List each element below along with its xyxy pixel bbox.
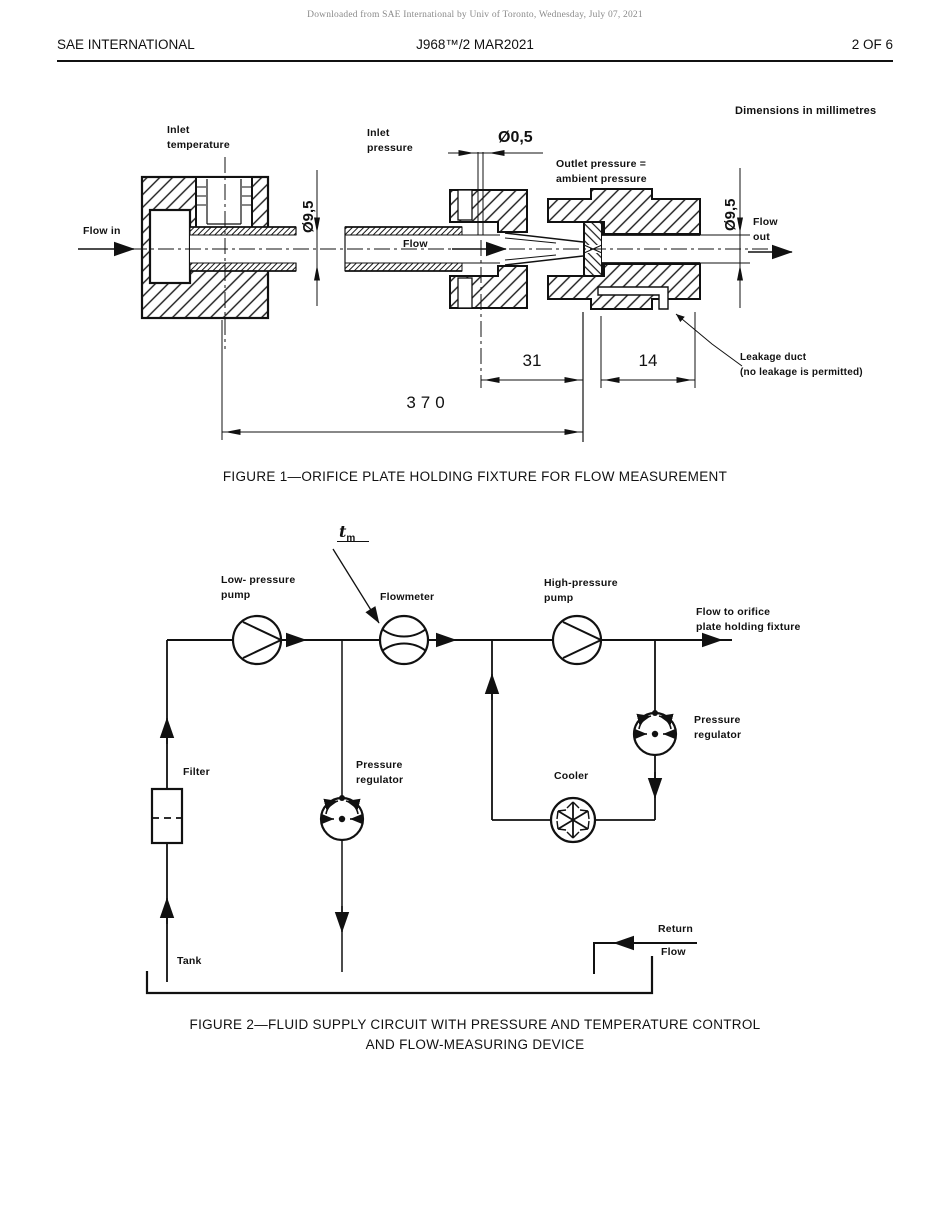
leakage-duct-channel bbox=[597, 286, 669, 310]
outlet-pressure-line2: ambient pressure bbox=[556, 173, 647, 185]
flow-out-line1: Flow bbox=[753, 216, 778, 228]
leakage-line2: (no leakage is permitted) bbox=[740, 366, 863, 378]
leakage-leader-arrow bbox=[675, 313, 743, 367]
dimension-lines bbox=[221, 150, 743, 442]
header-page-number: 2 OF 6 bbox=[851, 37, 894, 52]
tm-leader-arrow bbox=[332, 548, 380, 624]
high-pressure-pump-label: High-pressure pump bbox=[544, 576, 618, 606]
tm-text: tm bbox=[337, 522, 370, 545]
return-flow-label: Flow bbox=[661, 946, 686, 958]
figure2-caption-line1: FIGURE 2—FLUID SUPPLY CIRCUIT WITH PRESS… bbox=[189, 1017, 761, 1032]
dim-370: 370 bbox=[406, 393, 450, 412]
high-pressure-pump-symbol bbox=[551, 614, 604, 666]
download-watermark: Downloaded from SAE International by Uni… bbox=[307, 10, 643, 20]
low-pressure-pump-symbol bbox=[231, 614, 284, 666]
page-header: SAE INTERNATIONAL J968™/2 MAR2021 2 OF 6 bbox=[57, 37, 893, 52]
flow-out-label: Flow out bbox=[753, 215, 778, 245]
flow-to-line2: plate holding fixture bbox=[696, 621, 801, 633]
low-pump-line2: pump bbox=[221, 589, 251, 601]
pr-right-line2: regulator bbox=[694, 729, 742, 741]
pressure-regulator-mid-label: Pressure regulator bbox=[356, 758, 403, 788]
header-doc-number: J968™/2 MAR2021 bbox=[416, 37, 534, 52]
tm-sub: m bbox=[346, 533, 356, 545]
dim-31: 31 bbox=[522, 351, 542, 370]
figure1-caption: FIGURE 1—ORIFICE PLATE HOLDING FIXTURE F… bbox=[222, 469, 728, 484]
flow-out-line2: out bbox=[753, 231, 770, 243]
inlet-pressure-line2: pressure bbox=[367, 142, 413, 154]
low-pressure-pump-label: Low- pressure pump bbox=[221, 573, 295, 603]
inlet-temperature-line2: temperature bbox=[167, 139, 230, 151]
pressure-regulator-symbol-mid bbox=[319, 795, 365, 842]
return-label: Return bbox=[658, 923, 694, 935]
figure2-caption-line2: AND FLOW-MEASURING DEVICE bbox=[365, 1037, 585, 1052]
flowmeter-label: Flowmeter bbox=[380, 591, 435, 603]
leakage-line1: Leakage duct bbox=[740, 352, 807, 363]
tm-symbol: tm bbox=[337, 522, 370, 545]
low-pump-line1: Low- pressure bbox=[221, 574, 296, 586]
high-pump-line1: High-pressure bbox=[544, 577, 618, 589]
flow-arrows bbox=[78, 241, 793, 260]
leakage-duct-label: Leakage duct (no leakage is permitted) bbox=[740, 351, 863, 380]
outlet-pressure-line1: Outlet pressure = bbox=[556, 158, 647, 170]
flow-label: Flow bbox=[403, 238, 428, 250]
tank-label: Tank bbox=[177, 955, 202, 967]
header-publisher: SAE INTERNATIONAL bbox=[57, 37, 195, 52]
pr-mid-line2: regulator bbox=[356, 774, 404, 786]
flow-to-orifice-label: Flow to orifice plate holding fixture bbox=[696, 605, 801, 635]
snowflake-tips bbox=[556, 801, 590, 839]
dim-14: 14 bbox=[638, 351, 658, 370]
filter-symbol bbox=[150, 787, 184, 845]
return-flow-pipe bbox=[593, 942, 697, 974]
flowmeter-symbol bbox=[378, 614, 430, 666]
bore-diameter-dim-left: Ø9,5 bbox=[300, 200, 317, 233]
outlet-fixture-section bbox=[547, 188, 750, 310]
pressure-tap-flange-section bbox=[449, 152, 584, 309]
inlet-temperature-label: Inlet temperature bbox=[167, 123, 230, 153]
header-rule bbox=[57, 60, 893, 62]
cooler-label: Cooler bbox=[554, 770, 589, 782]
pr-mid-line1: Pressure bbox=[356, 759, 403, 771]
figure2-caption: FIGURE 2—FLUID SUPPLY CIRCUIT WITH PRESS… bbox=[0, 1015, 950, 1055]
pressure-regulator-right-label: Pressure regulator bbox=[694, 713, 741, 743]
pressure-regulator-symbol-right bbox=[632, 710, 678, 757]
circuit-flow-arrows bbox=[159, 548, 723, 951]
centerlines bbox=[104, 157, 782, 388]
cooler-symbol bbox=[549, 796, 597, 844]
orifice-diameter-dim: Ø0,5 bbox=[498, 129, 533, 146]
bore-diameter-dim-right: Ø9,5 bbox=[722, 198, 739, 231]
outlet-pressure-label: Outlet pressure = ambient pressure bbox=[556, 157, 647, 187]
high-pump-line2: pump bbox=[544, 592, 574, 604]
figure1-drawing bbox=[78, 150, 793, 442]
flow-to-line1: Flow to orifice bbox=[696, 606, 771, 618]
inlet-pressure-line1: Inlet bbox=[367, 127, 390, 139]
dimensions-note: Dimensions in millimetres bbox=[735, 105, 877, 117]
inlet-temperature-line1: Inlet bbox=[167, 124, 190, 136]
inlet-pressure-label: Inlet pressure bbox=[367, 126, 413, 156]
tm-main: t bbox=[339, 522, 347, 541]
tank-outline bbox=[145, 956, 654, 995]
pr-right-line1: Pressure bbox=[694, 714, 741, 726]
figure2-drawing bbox=[145, 548, 732, 995]
filter-label: Filter bbox=[183, 766, 210, 778]
flow-in-label: Flow in bbox=[83, 225, 121, 237]
circuit-pipes bbox=[166, 639, 732, 982]
